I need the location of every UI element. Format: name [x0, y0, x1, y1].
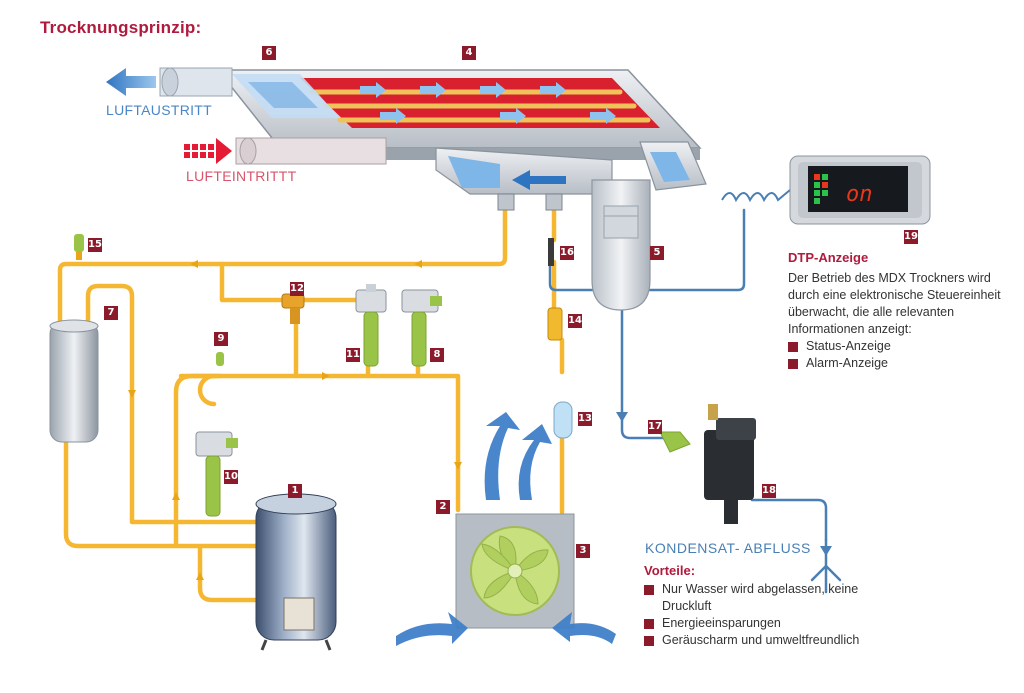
badge-7: 7 — [104, 306, 118, 320]
pipe-flow-arrows — [128, 260, 462, 580]
badge-19: 19 — [904, 230, 918, 244]
receiver — [49, 319, 99, 443]
air-inlet — [184, 137, 387, 165]
strainer-17 — [659, 431, 691, 453]
vorteil-item: Nur Wasser wird abgelassen, keine Druckl… — [644, 581, 862, 615]
valve-10 — [195, 431, 238, 517]
dtp-bullet-alarm: Alarm-Anzeige — [788, 355, 1016, 372]
badge-18: 18 — [762, 484, 776, 498]
vorteil-item: Geräuscharm und umweltfreundlich — [644, 632, 914, 649]
badge-6: 6 — [262, 46, 276, 60]
valve-8 — [401, 289, 442, 367]
badge-16: 16 — [560, 246, 574, 260]
sensor-9 — [216, 352, 224, 366]
drain-arrow-down — [820, 546, 832, 556]
vorteile-list: Nur Wasser wird abgelassen, keine Druckl… — [644, 581, 914, 649]
badge-14: 14 — [568, 314, 582, 328]
dtp-display-device: on — [789, 155, 931, 225]
display-readout: on — [846, 182, 873, 207]
dtp-bullets: Status-Anzeige Alarm-Anzeige — [788, 338, 1016, 372]
badge-2: 2 — [436, 500, 450, 514]
badge-5: 5 — [650, 246, 664, 260]
dtp-text: Der Betrieb des MDX Trockners wird durch… — [788, 271, 1001, 336]
label-lufteintritt: LUFTEINTRITTT — [186, 168, 297, 184]
dtp-title: DTP-Anzeige — [788, 250, 869, 265]
sensor-16 — [548, 238, 554, 266]
badge-3: 3 — [576, 544, 590, 558]
compressor-tank — [255, 493, 337, 651]
refrigerant-pipes — [57, 207, 565, 603]
expansion-valve-12 — [281, 293, 305, 324]
heat-exchanger — [216, 69, 707, 211]
sensor-15 — [74, 234, 84, 260]
badge-10: 10 — [224, 470, 238, 484]
condenser-fan — [455, 513, 575, 629]
badge-11: 11 — [346, 348, 360, 362]
badge-4: 4 — [462, 46, 476, 60]
condenser-air-arrows — [396, 412, 616, 646]
water-arrow-down — [616, 412, 628, 422]
valve-11 — [355, 284, 387, 367]
label-kondensat-abfluss: KONDENSAT- ABFLUSS — [645, 540, 811, 556]
badge-9: 9 — [214, 332, 228, 346]
separator — [591, 179, 651, 311]
badge-17: 17 — [648, 420, 662, 434]
badge-15: 15 — [88, 238, 102, 252]
vorteil-item: Energieeinsparungen — [644, 615, 914, 632]
display-cable-coil — [721, 189, 791, 203]
badge-8: 8 — [430, 348, 444, 362]
filter-13 — [553, 401, 573, 439]
label-luftaustritt: LUFTAUSTRITT — [106, 102, 213, 118]
dtp-bullet-status: Status-Anzeige — [788, 338, 1016, 355]
capillary-14 — [547, 307, 563, 341]
badge-13: 13 — [578, 412, 592, 426]
air-outlet — [106, 67, 233, 97]
drain-unit-18 — [704, 404, 756, 524]
vorteile-title: Vorteile: — [644, 563, 696, 578]
dtp-description: Der Betrieb des MDX Trockners wird durch… — [788, 270, 1016, 372]
badge-1: 1 — [288, 484, 302, 498]
badge-12: 12 — [290, 282, 304, 296]
page-title: Trocknungsprinzip: — [40, 18, 202, 37]
